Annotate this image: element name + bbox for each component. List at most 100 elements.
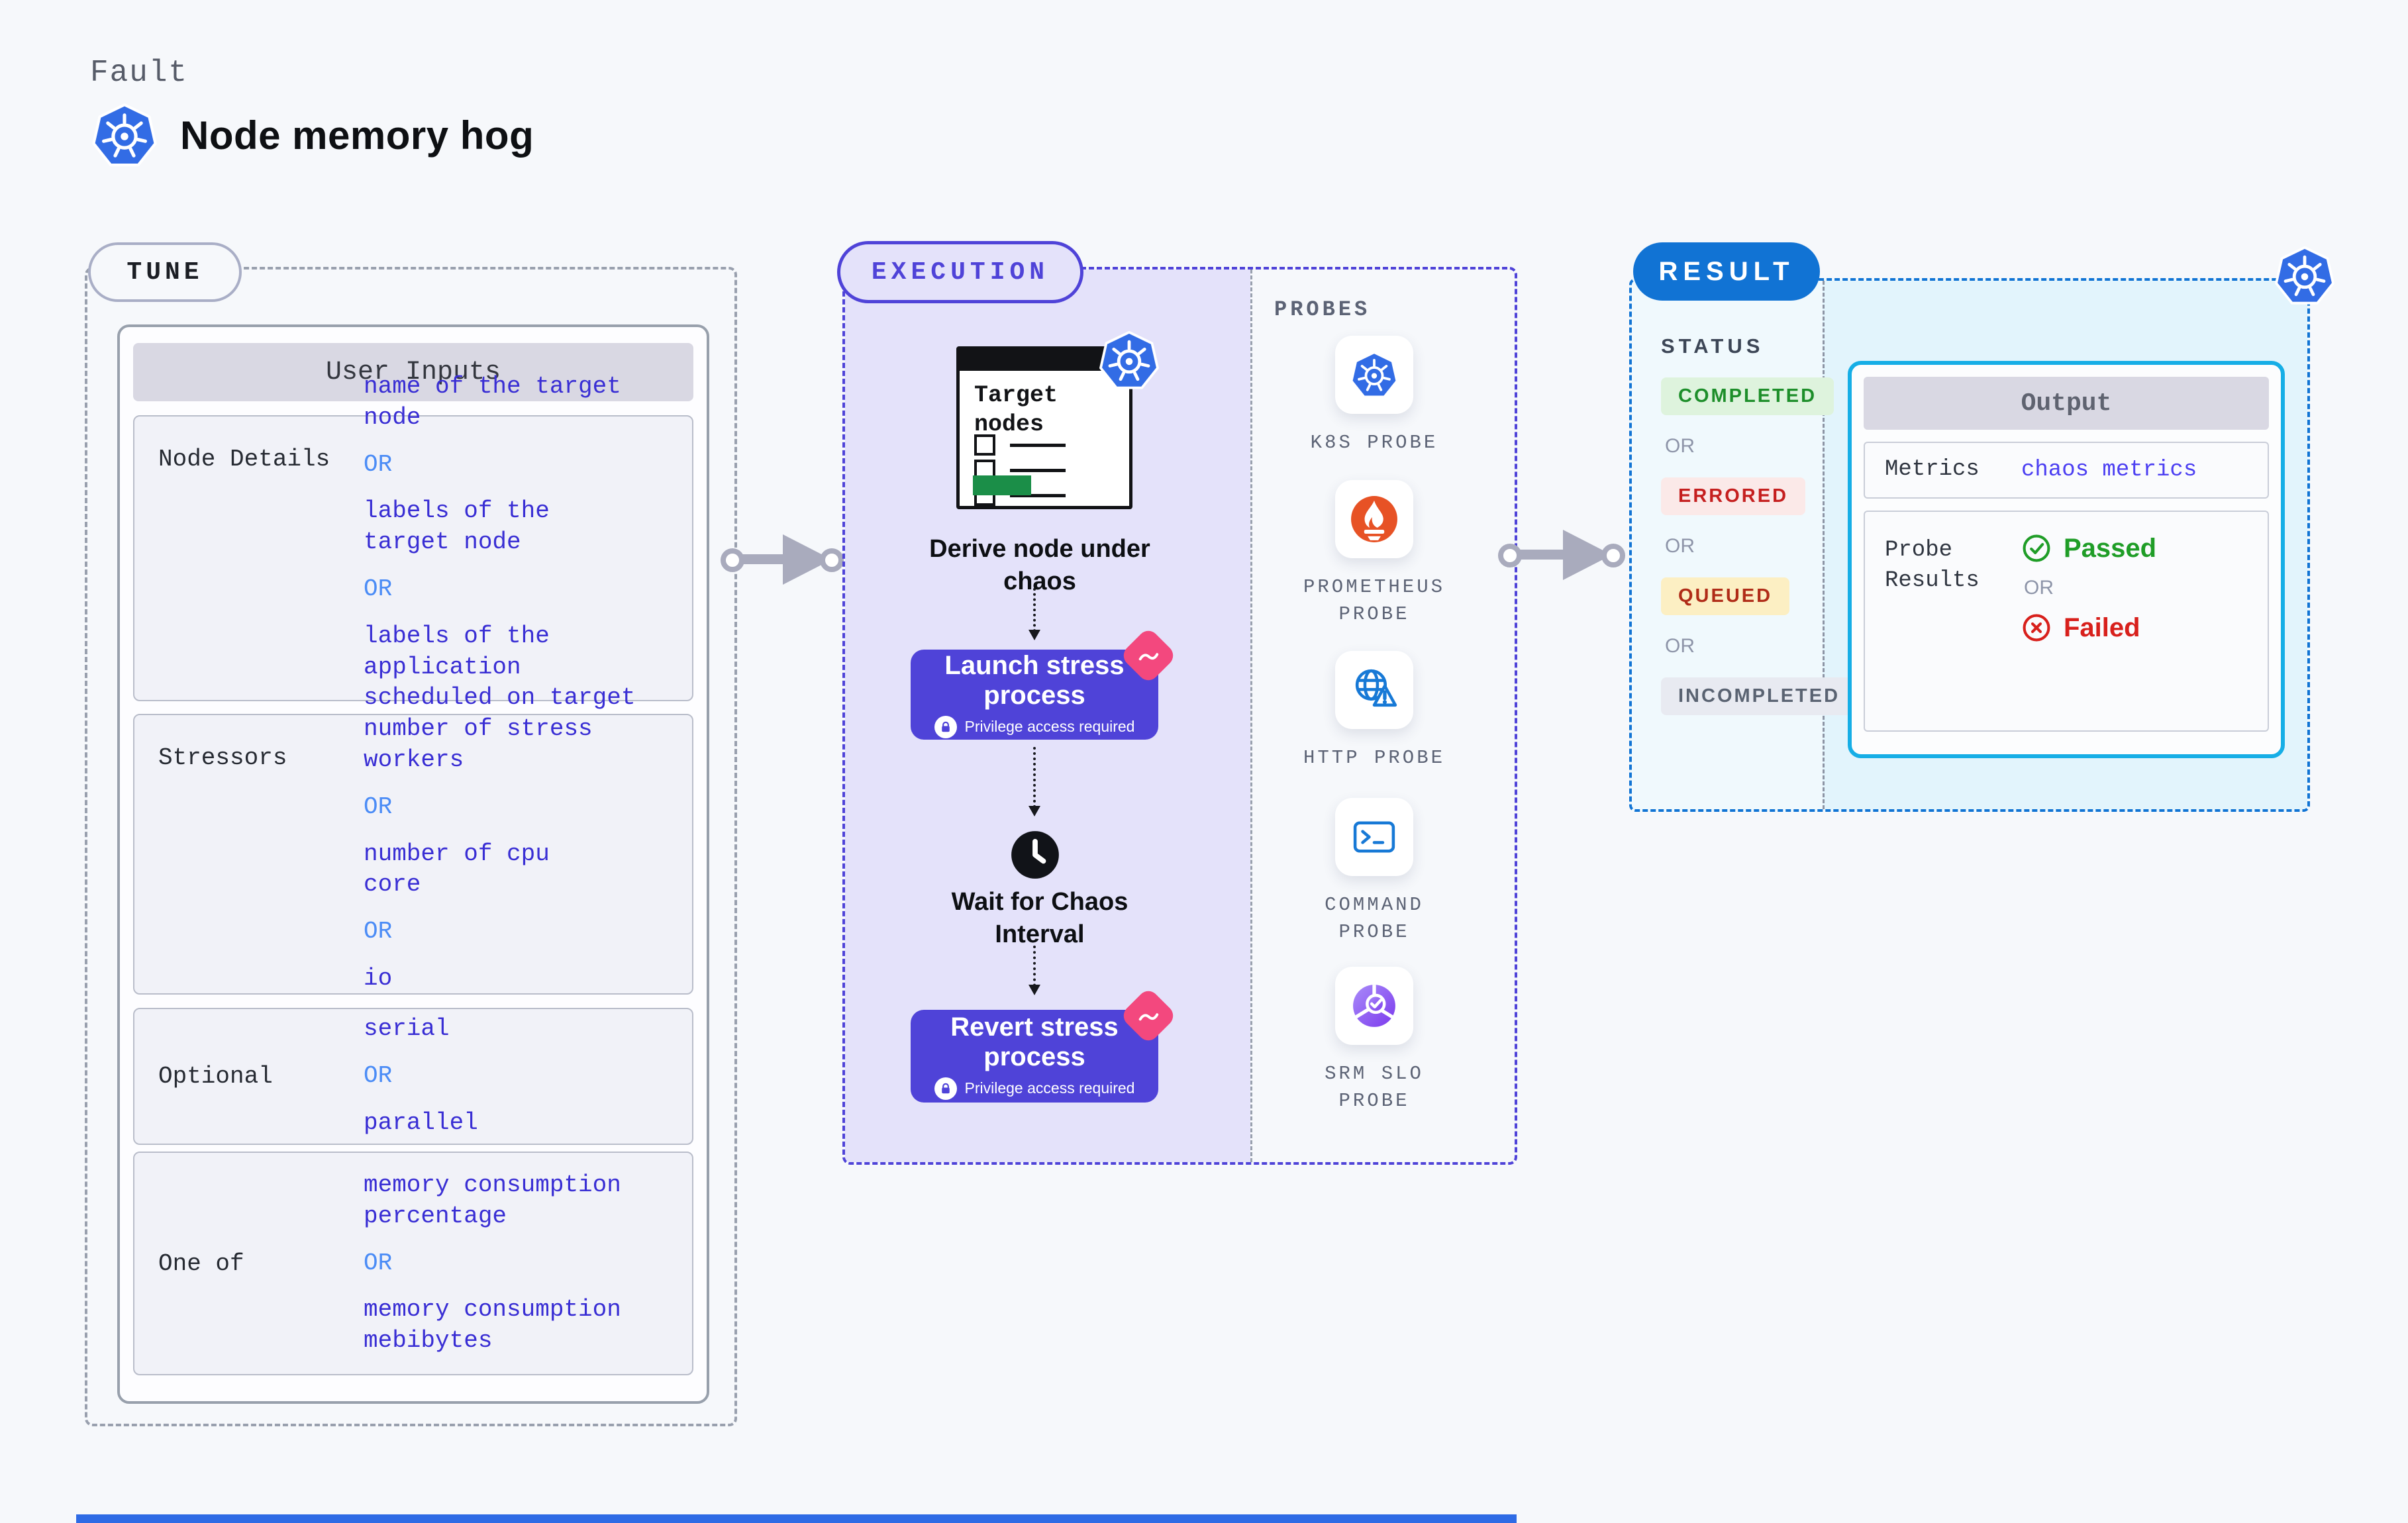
- dotted-arrow-down: [1028, 946, 1040, 995]
- or-separator: OR: [364, 793, 393, 820]
- metrics-value: chaos metrics: [2021, 458, 2197, 483]
- checkbox-row: [974, 434, 1066, 456]
- input-value: memory consumption mebibytes: [364, 1296, 621, 1355]
- probe-label: PROMETHEUS PROBE: [1303, 576, 1446, 625]
- probe-card: [1335, 651, 1413, 729]
- flow-arrow-execution-to-result: [1498, 527, 1625, 583]
- lock-icon: [934, 715, 957, 738]
- probe-label: SRM SLO PROBE: [1325, 1063, 1424, 1112]
- probe-card: [1335, 798, 1413, 876]
- input-row-stressors: Stressors number of stress workers OR nu…: [133, 714, 693, 995]
- probe-results-label: Probe Results: [1885, 538, 1980, 593]
- metrics-label: Metrics: [1885, 457, 1980, 483]
- prometheus-icon: [1349, 494, 1399, 544]
- input-row-label: Stressors: [158, 744, 287, 771]
- derive-node-step-label: Derive node under chaos: [929, 535, 1150, 596]
- input-row-values: number of stress workers OR number of cp…: [353, 715, 692, 993]
- execution-probes-divider: [1250, 270, 1252, 1162]
- result-pill: RESULT: [1633, 242, 1820, 301]
- line: [1010, 468, 1066, 472]
- result-divider: [1823, 281, 1825, 809]
- probe-http: HTTP PROBE: [1265, 651, 1483, 772]
- passed-text: Passed: [2064, 533, 2157, 563]
- status-badge-queued: QUEUED: [1661, 577, 1790, 615]
- lock-icon: [934, 1077, 957, 1100]
- status-badge-incompleted: INCOMPLETED: [1661, 677, 1858, 715]
- input-value: io: [364, 965, 393, 992]
- input-row-values: serial OR parallel: [353, 1009, 692, 1144]
- input-value: labels of the target node: [364, 497, 550, 556]
- kubernetes-icon: [1349, 350, 1399, 400]
- input-value: name of the target node: [364, 373, 621, 431]
- probe-prometheus: PROMETHEUS PROBE: [1265, 480, 1483, 628]
- or-separator: OR: [364, 1249, 393, 1277]
- probe-card: [1335, 967, 1413, 1045]
- button-label: Launch stress process: [944, 651, 1125, 710]
- or-separator: OR: [1665, 535, 1695, 557]
- x-circle-icon: [2021, 613, 2052, 643]
- kubernetes-icon: [1097, 328, 1161, 392]
- probe-label: COMMAND PROBE: [1325, 894, 1424, 943]
- revert-stress-process-button[interactable]: Revert stress process Privilege access r…: [911, 987, 1178, 1103]
- probe-label: K8S PROBE: [1310, 432, 1438, 454]
- input-value: serial: [364, 1015, 450, 1043]
- failed-line: Failed: [2021, 613, 2268, 643]
- privilege-note: Privilege access required: [934, 1077, 1134, 1100]
- dotted-arrow-down: [1028, 747, 1040, 816]
- or-separator: OR: [364, 918, 393, 946]
- checkbox-icon: [974, 434, 995, 456]
- probe-results-values: Passed OR Failed: [2021, 512, 2268, 730]
- or-separator: OR: [2024, 577, 2054, 599]
- input-row-label: Node Details: [158, 446, 330, 473]
- probe-k8s: K8S PROBE: [1265, 336, 1483, 457]
- srm-slo-gauge-icon: [1349, 981, 1399, 1031]
- input-value: parallel: [364, 1108, 478, 1136]
- privilege-note: Privilege access required: [934, 715, 1135, 738]
- kubernetes-icon: [90, 101, 159, 170]
- failed-text: Failed: [2064, 613, 2140, 642]
- bottom-edge-bar: [76, 1514, 1517, 1523]
- user-inputs-header: User Inputs: [133, 343, 693, 401]
- target-nodes-title: Target nodes: [974, 382, 1058, 438]
- dotted-arrow-down: [1028, 588, 1040, 640]
- metrics-row: Metrics chaos metrics: [1864, 442, 2269, 499]
- probe-label: HTTP PROBE: [1303, 747, 1446, 769]
- input-row-values: memory consumption percentage OR memory …: [353, 1153, 692, 1374]
- input-row-label: Optional: [158, 1063, 273, 1090]
- or-separator: OR: [1665, 435, 1695, 457]
- output-header: Output: [1864, 377, 2269, 430]
- command-terminal-icon: [1349, 812, 1399, 862]
- http-globe-warning-icon: [1349, 665, 1399, 715]
- kubernetes-icon: [2273, 244, 2336, 307]
- input-value: number of cpu core: [364, 840, 550, 899]
- probe-results-row: Probe Results Passed OR Failed: [1864, 511, 2269, 732]
- line: [1010, 493, 1066, 497]
- probes-label: PROBES: [1274, 297, 1371, 322]
- probe-card: [1335, 480, 1413, 558]
- tune-pill: TUNE: [88, 242, 242, 302]
- status-badge-errored: ERRORED: [1661, 477, 1806, 515]
- privilege-note-text: Privilege access required: [964, 718, 1135, 736]
- or-separator: OR: [364, 450, 393, 478]
- input-row-optional: Optional serial OR parallel: [133, 1008, 693, 1145]
- input-value: memory consumption percentage: [364, 1171, 621, 1230]
- status-column: COMPLETED OR ERRORED OR QUEUED OR INCOMP…: [1661, 377, 1858, 715]
- probe-srm-slo: SRM SLO PROBE: [1265, 967, 1483, 1114]
- tune-section-box: [85, 267, 737, 1426]
- line: [1010, 443, 1066, 447]
- status-badge-completed: COMPLETED: [1661, 377, 1834, 415]
- flow-arrow-tune-to-execution: [721, 532, 844, 587]
- input-row-label: One of: [158, 1250, 244, 1277]
- page-title: Node memory hog: [180, 113, 534, 158]
- input-row-node-details: Node Details name of the target node OR …: [133, 373, 693, 742]
- progress-bar: [973, 475, 1031, 495]
- fault-eyebrow: Fault: [90, 56, 189, 90]
- launch-stress-process-button[interactable]: Launch stress process Privilege access r…: [911, 626, 1178, 740]
- clock-icon: [1009, 829, 1061, 881]
- page-header: Node memory hog: [90, 101, 534, 170]
- passed-line: Passed: [2021, 533, 2268, 564]
- output-panel: Output Metrics chaos metrics Probe Resul…: [1848, 361, 2285, 758]
- input-row-one-of: One of memory consumption percentage OR …: [133, 1152, 693, 1375]
- target-nodes-card: Target nodes: [956, 346, 1132, 509]
